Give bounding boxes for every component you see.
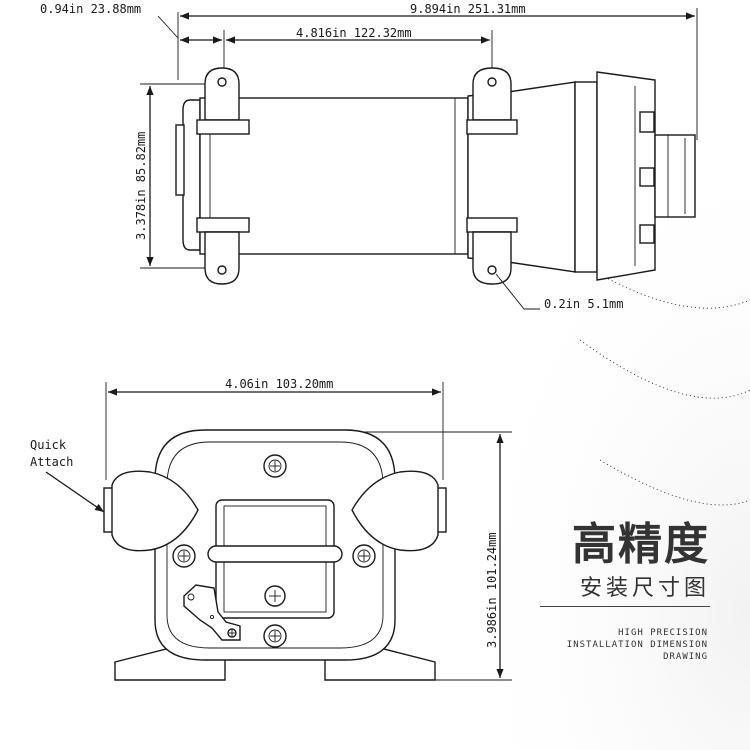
mount-bracket-front-top: [466, 67, 518, 135]
title-english: HIGH PRECISION INSTALLATION DIMENSION DR…: [520, 627, 708, 663]
bolt-bottom: [263, 624, 287, 648]
pressure-switch-bracket: [183, 584, 241, 641]
callout-quick-attach-line2: Attach: [30, 455, 73, 469]
bolt-top: [263, 454, 287, 478]
bolt-center: [264, 585, 286, 607]
dim-front-width: 4.06in 103.20mm: [225, 377, 333, 391]
pump-side-view: 9.894in 251.31mm 0.94in 23.88mm 4.816in …: [40, 2, 698, 311]
callout-quick-attach-line1: Quick: [30, 438, 67, 452]
title-english-line1: HIGH PRECISION: [618, 628, 708, 638]
title-divider: [540, 606, 710, 607]
dim-offset: 0.94in 23.88mm: [40, 2, 141, 16]
subtitle-chinese: 安装尺寸图: [579, 576, 710, 601]
dim-mount-spacing: 4.816in 122.32mm: [296, 26, 412, 40]
title-english-line2: INSTALLATION DIMENSION: [566, 640, 708, 650]
mount-bracket-front-bottom: [466, 217, 518, 285]
dim-front-height: 3.986in 101.24mm: [485, 532, 499, 648]
dim-hole: 0.2in 5.1mm: [544, 297, 623, 311]
pump-front-view: 4.06in 103.20mm 3.986in 101.24mm: [30, 377, 512, 681]
bolt-right: [352, 544, 376, 568]
mount-bracket-rear-bottom: [196, 217, 250, 285]
background-wave: [420, 200, 750, 750]
dim-height-side: 3.378in 85.82mm: [134, 132, 148, 240]
mount-bracket-rear-top: [196, 67, 250, 135]
title-english-line3: DRAWING: [663, 652, 708, 662]
bolt-left: [172, 544, 196, 568]
dim-overall-length: 9.894in 251.31mm: [410, 2, 526, 16]
title-chinese: 高精度: [572, 519, 710, 570]
